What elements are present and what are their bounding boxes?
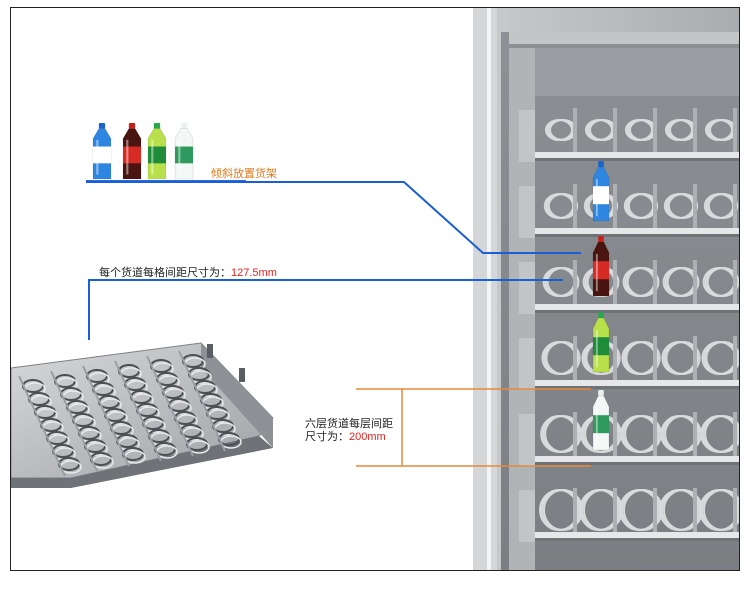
coil-spiral (702, 260, 739, 304)
coil-spiral (543, 184, 579, 228)
layer-spacing-value: 200mm (349, 431, 386, 443)
cabinet-bottles (592, 161, 610, 451)
cola-bottle-icon (122, 123, 142, 180)
coil-spiral (623, 184, 659, 228)
cabinet-shelf (519, 260, 739, 314)
coil-spiral (665, 108, 697, 152)
tray-divider (82, 365, 130, 467)
coil-spiral (622, 260, 660, 304)
cabinet-shelf (519, 488, 739, 542)
cabinet-shelves (519, 108, 739, 542)
clear-water-bottle-icon (592, 390, 610, 451)
coil-spiral (625, 108, 657, 152)
tilted-shelf-label: 倾斜放置货架 (211, 168, 277, 180)
blue-sports-drink-bottle-icon (592, 161, 610, 222)
cola-bottle-icon (592, 236, 610, 297)
coil-spiral (541, 336, 581, 380)
tray-divider (178, 350, 226, 452)
coil-spiral (585, 108, 617, 152)
cabinet-interior (501, 32, 739, 570)
diagram-frame: 倾斜放置货架 每个货道每格间距尺寸为：127.5mm 六层货道每层间距 尺寸为：… (10, 7, 740, 571)
coil-spiral (663, 184, 699, 228)
layer-spacing-prefix: 尺寸为： (305, 431, 349, 443)
green-soda-bottle-icon (592, 312, 610, 373)
coil-spiral (542, 260, 580, 304)
tilted-tray (11, 342, 274, 488)
tray-front-edge (11, 436, 273, 488)
coil-spiral (703, 184, 739, 228)
coil-spiral (660, 412, 702, 456)
tray-side-wall (201, 343, 273, 448)
bottle-row (92, 123, 194, 180)
lane-spacing-prefix: 每个货道每格间距尺寸为： (99, 267, 231, 279)
lane-spacing-value: 127.5mm (231, 267, 277, 279)
tray-divider (18, 375, 66, 477)
tray-divider (114, 360, 162, 462)
cabinet-shelf (519, 336, 739, 390)
coil-spiral (662, 260, 700, 304)
green-soda-bottle-icon (147, 123, 167, 180)
layer-spacing-label: 六层货道每层间距 尺寸为：200mm (305, 418, 393, 444)
coil-spiral (701, 336, 739, 380)
cabinet-left-panel (473, 8, 497, 570)
coil-spiral (621, 336, 661, 380)
tray-divider (50, 370, 98, 472)
coil-spiral (661, 336, 701, 380)
diagram-artwork (11, 8, 739, 570)
tray-divider (146, 355, 194, 457)
cabinet-shelf (519, 108, 739, 162)
blue-sports-drink-bottle-icon (92, 123, 112, 180)
coil-spiral (705, 108, 737, 152)
clear-water-bottle-icon (174, 123, 194, 180)
coil-spiral (545, 108, 577, 152)
layer-spacing-line1: 六层货道每层间距 (305, 418, 393, 430)
tray-spirals (18, 344, 245, 477)
cabinet-top-rail (509, 32, 739, 44)
tray-clip (207, 344, 213, 358)
tilted-shelf-leader (86, 181, 581, 254)
cabinet-shelf (519, 412, 739, 466)
blue-leader-lines (86, 181, 581, 340)
coil-spiral (699, 488, 739, 532)
vending-cabinet (473, 8, 739, 570)
cabinet-shelf (519, 184, 739, 238)
orange-dimension-lines (356, 388, 591, 467)
tray-clip (239, 368, 245, 382)
coil-spiral (700, 412, 739, 456)
lane-spacing-leader (88, 279, 563, 340)
lane-spacing-label: 每个货道每格间距尺寸为：127.5mm (99, 267, 277, 280)
